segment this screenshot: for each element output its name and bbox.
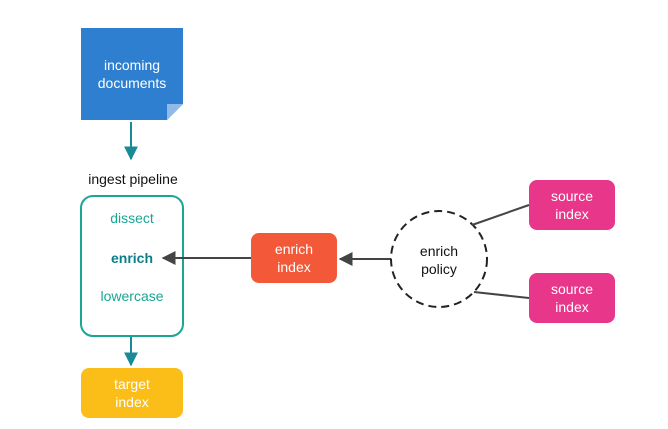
target-index-box: target index <box>81 368 183 418</box>
enrich-policy-line-1: enrich <box>419 243 459 259</box>
document-fold <box>167 104 183 120</box>
source-index-box-2: source index <box>529 273 615 323</box>
enrich-index-line-2: index <box>277 259 311 275</box>
target-index-line-2: index <box>115 394 149 410</box>
incoming-documents-shape <box>81 28 183 120</box>
incoming-documents-label: incoming documents <box>81 28 183 120</box>
stage-dissect: dissect <box>110 210 154 226</box>
doc-line-1: incoming <box>103 57 161 73</box>
ingest-pipeline-label: ingest pipeline <box>88 171 178 187</box>
source-index-2-line-1: source <box>550 281 594 297</box>
ingest-pipeline-box <box>80 195 184 337</box>
enrich-index-line-1: enrich <box>274 241 314 257</box>
link-policy-to-source-2 <box>473 291 530 299</box>
stage-enrich: enrich <box>110 250 153 266</box>
source-index-2-line-2: index <box>555 299 589 315</box>
enrich-policy-label: enrich policy <box>392 211 486 309</box>
source-index-1-line-1: source <box>550 188 594 204</box>
enrich-policy-circle <box>390 210 488 308</box>
target-index-line-1: target <box>114 376 150 392</box>
enrich-policy-line-2: policy <box>421 261 457 277</box>
source-index-1-line-2: index <box>555 206 589 222</box>
enrich-index-box: enrich index <box>251 233 337 283</box>
link-policy-to-source-1 <box>471 204 530 226</box>
stage-lowercase: lowercase <box>100 288 164 304</box>
source-index-box-1: source index <box>529 180 615 230</box>
doc-line-2: documents <box>97 75 167 91</box>
